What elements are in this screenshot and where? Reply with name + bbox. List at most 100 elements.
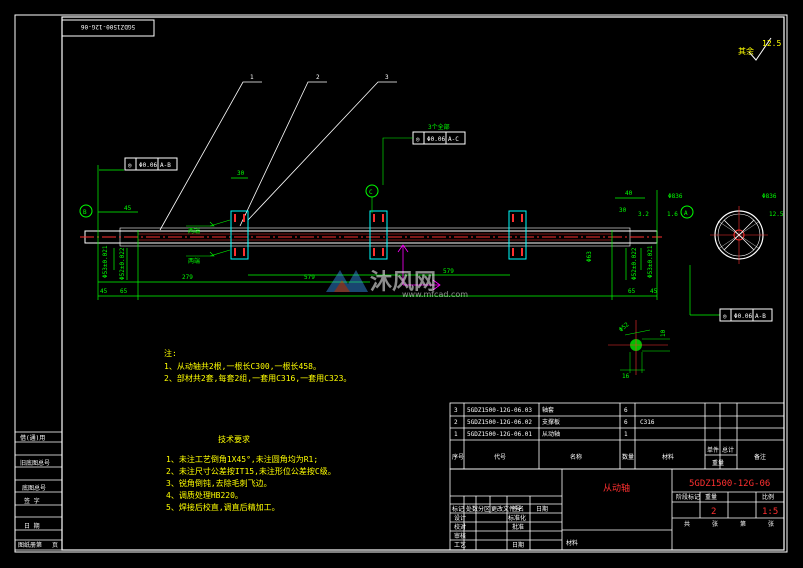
- qty-value: 2: [711, 507, 716, 517]
- tech-req-3: 3、锐角倒钝,去除毛刺飞边。: [166, 478, 272, 488]
- svg-text:设计: 设计: [454, 514, 466, 522]
- svg-text:A-C: A-C: [448, 136, 459, 143]
- svg-text:2: 2: [454, 419, 458, 426]
- svg-text:其余: 其余: [738, 46, 754, 56]
- datum-b: B: [79, 204, 93, 218]
- bom-header: 序号 代号 名称 数量 材料 单件 总计 重量 备注: [452, 446, 766, 467]
- dim-hub-width: 30: [237, 170, 245, 177]
- title-block: [449, 468, 785, 551]
- svg-text:B: B: [83, 209, 87, 216]
- svg-text:16: 16: [622, 373, 630, 380]
- svg-text:材料: 材料: [662, 453, 674, 461]
- dim-phi-right1: Φ52±0.022: [631, 247, 638, 280]
- view-arrow: [397, 244, 441, 291]
- tech-req-1: 1、未注工艺倒角1X45°,未注圆角均为R1;: [166, 454, 318, 464]
- stage-label: 阶段标记: [676, 493, 700, 501]
- roughness-symbol: 其余 12.5: [738, 37, 781, 61]
- svg-text:页: 页: [52, 542, 58, 549]
- notes-line-2: 2、部材共2套,每套2组,一套用C316,一套用C323。: [164, 373, 351, 383]
- svg-text:日期: 日期: [512, 541, 524, 549]
- svg-text:支撑板: 支撑板: [542, 418, 560, 426]
- svg-text:6: 6: [624, 419, 628, 426]
- svg-text:Φ0.06: Φ0.06: [139, 162, 157, 169]
- balloon-1: 1: [250, 74, 254, 81]
- notes-line-1: 1、从动轴共2根,一根长C300,一根长458。: [164, 361, 321, 371]
- dim-b2: 65: [120, 288, 128, 295]
- svg-text:校对: 校对: [454, 523, 466, 531]
- tolerance-frame-left: ◎ Φ0.06 A-B: [124, 157, 178, 171]
- svg-text:签 字: 签 字: [24, 497, 40, 505]
- svg-text:1: 1: [454, 431, 458, 438]
- sheet-unit2-label: 张: [768, 520, 774, 528]
- balloon-3: 3: [385, 74, 389, 81]
- roughness-a: 3.2: [638, 211, 649, 218]
- datum-c: C: [365, 184, 379, 213]
- notes-title: 注:: [164, 348, 177, 358]
- dim-phi-left2: Φ52±0.022: [119, 247, 126, 280]
- svg-text:审核: 审核: [454, 532, 466, 540]
- roughness-b: 1.6: [667, 211, 678, 218]
- svg-text:备注: 备注: [754, 453, 766, 461]
- watermark-url: www.mfcad.com: [402, 290, 469, 299]
- revision-labels: 标记 处数 分区 更改文件号 签名 日期 设计 校对 审核 工艺 标准化 批准 …: [452, 505, 578, 549]
- balloon-2: 2: [316, 74, 320, 81]
- dim-right-top: 40: [625, 190, 633, 197]
- dim-phi-end2: Φ836: [762, 193, 777, 200]
- svg-text:◎: ◎: [128, 162, 132, 169]
- dimension-lines: [97, 165, 720, 316]
- weld-label-bottom: 两端: [188, 257, 200, 265]
- svg-text:Φ0.06: Φ0.06: [734, 313, 752, 320]
- dim-l3: 579: [443, 268, 454, 275]
- part-name: 从动轴: [603, 482, 630, 494]
- svg-text:◎: ◎: [416, 136, 420, 143]
- svg-text:3个全部: 3个全部: [428, 123, 450, 131]
- svg-text:◎: ◎: [723, 313, 727, 320]
- svg-text:10: 10: [660, 329, 667, 337]
- end-view: [710, 206, 768, 264]
- dim-phi-mid: Φ63: [586, 251, 593, 262]
- svg-text:从动轴: 从动轴: [542, 430, 560, 438]
- svg-text:旧底图总号: 旧底图总号: [20, 459, 50, 467]
- bom-rows: 3 5GDZ1500-12G-06.03 轴套 6 2 5GDZ1500-12G…: [454, 406, 655, 438]
- svg-text:底图总号: 底图总号: [22, 484, 46, 492]
- dim-b4: 45: [650, 288, 658, 295]
- tolerance-frame-top: 3个全部 ◎ Φ0.06 A-C: [382, 123, 466, 185]
- svg-text:3: 3: [454, 407, 458, 414]
- sheet-total-label: 共: [684, 520, 690, 528]
- svg-text:标记: 标记: [452, 505, 464, 513]
- svg-text:代号: 代号: [494, 453, 506, 461]
- svg-text:分区: 分区: [478, 505, 490, 513]
- outer-frame: [14, 14, 788, 553]
- dim-phi-left1: Φ53±0.021: [102, 245, 109, 278]
- dim-b1: 45: [100, 288, 108, 295]
- datum-a: A: [680, 205, 694, 219]
- svg-text:C: C: [369, 189, 373, 196]
- title-drawing-no: 5GDZ1500-12G-06: [689, 479, 770, 489]
- svg-text:A: A: [684, 210, 688, 217]
- scale-label: 比例: [762, 493, 774, 501]
- shaft: [80, 227, 662, 247]
- svg-text:轴套: 轴套: [542, 406, 554, 414]
- roughness-c: 12.5: [769, 211, 784, 218]
- side-table-labels: 借(通)用 旧底图总号 底图总号 签 字 日 期 图纸册 第 页: [18, 434, 58, 549]
- svg-text:数量: 数量: [622, 453, 634, 461]
- svg-text:第: 第: [36, 541, 42, 549]
- watermark: 沐风网 www.mfcad.com: [322, 262, 482, 302]
- svg-text:名称: 名称: [570, 453, 582, 461]
- svg-text:5GDZ1500-12G-06.01: 5GDZ1500-12G-06.01: [467, 431, 532, 438]
- scale-value: 1:5: [762, 507, 778, 517]
- dim-b3: 65: [628, 288, 636, 295]
- sheet-unit-label: 张: [712, 520, 718, 528]
- dim-l1: 279: [182, 274, 193, 281]
- cross-section: Φ52 16 10: [608, 320, 670, 380]
- svg-text:工艺: 工艺: [454, 541, 466, 549]
- svg-text:A-B: A-B: [755, 313, 766, 320]
- svg-text:1: 1: [624, 431, 628, 438]
- tech-req-5: 5、焊接后校直,调直后精加工。: [166, 502, 280, 512]
- svg-text:5GDZ1500-12G-06.03: 5GDZ1500-12G-06.03: [467, 407, 532, 414]
- svg-text:5GDZ1500-12G-06: 5GDZ1500-12G-06: [81, 23, 136, 30]
- tech-req-4: 4、调质处理HB220。: [166, 490, 243, 500]
- watermark-logo-icon: [326, 270, 368, 292]
- svg-text:C316: C316: [640, 419, 655, 426]
- tolerance-frame-right: ◎ Φ0.06 A-B: [719, 308, 773, 322]
